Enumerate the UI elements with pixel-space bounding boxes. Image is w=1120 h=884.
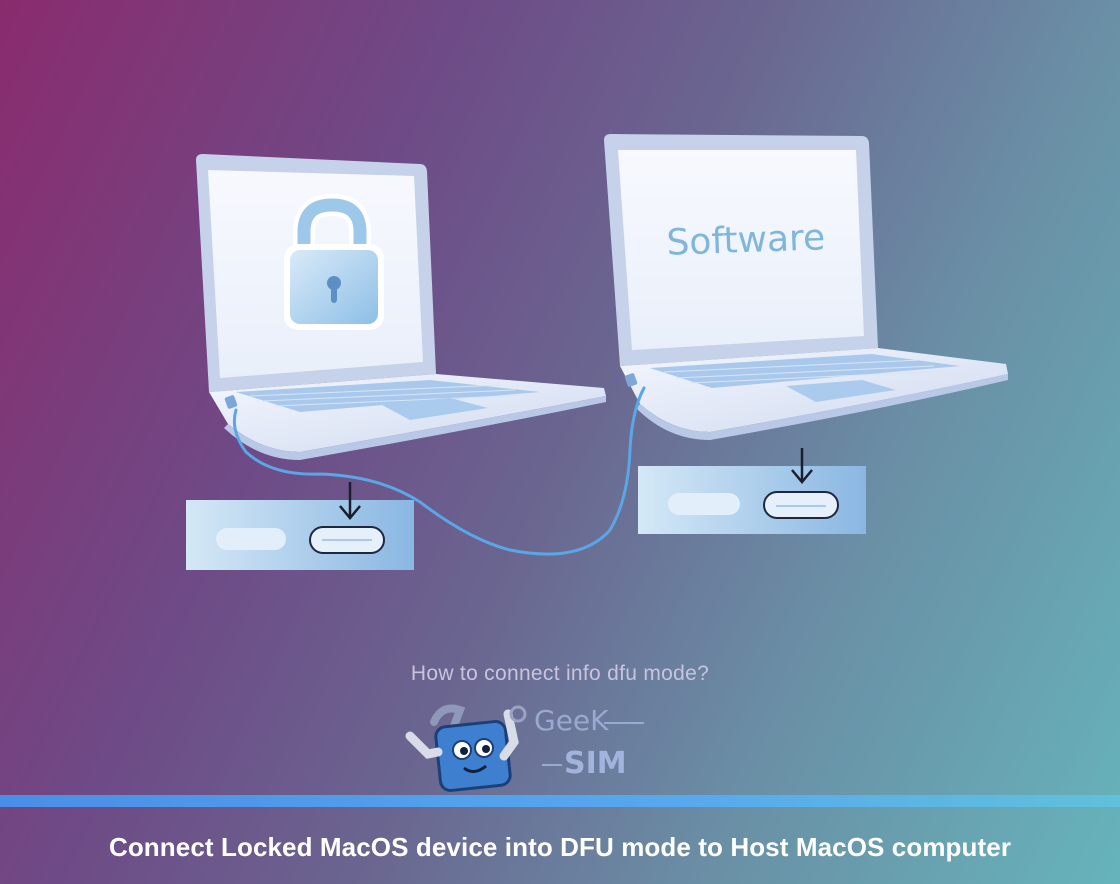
right-port-panel bbox=[638, 448, 866, 534]
geeksim-logo: GeeK SIM bbox=[404, 702, 694, 794]
logo-dash bbox=[604, 722, 644, 724]
accent-bar bbox=[0, 795, 1120, 807]
mascot-icon bbox=[405, 704, 527, 792]
right-laptop: Software bbox=[604, 134, 1008, 440]
illustration: Software bbox=[186, 134, 1008, 570]
caption-text: Connect Locked MacOS device into DFU mod… bbox=[108, 832, 1012, 862]
left-laptop bbox=[196, 154, 606, 460]
logo-dash-left bbox=[542, 764, 562, 766]
padlock-icon bbox=[284, 193, 384, 330]
left-port-panel bbox=[186, 482, 414, 570]
logo-text-geek: GeeK bbox=[534, 704, 609, 737]
usb-cable bbox=[232, 386, 646, 556]
question-text: How to connect info dfu mode? bbox=[410, 662, 710, 685]
software-label: Software bbox=[666, 217, 826, 264]
logo-text-sim: SIM bbox=[564, 746, 627, 781]
